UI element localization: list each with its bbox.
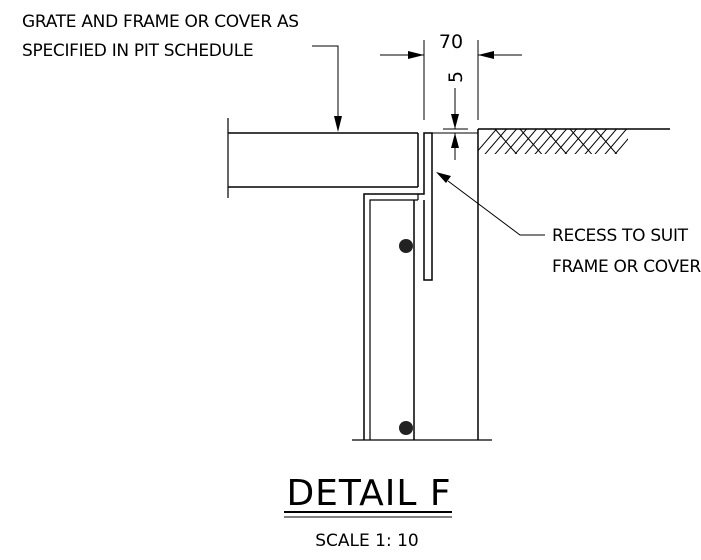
recess-note-line1: RECESS TO SUIT (552, 226, 689, 246)
dimension-width (380, 40, 522, 120)
grate-slab (227, 118, 419, 198)
grate-note-line2: SPECIFIED IN PIT SCHEDULE (22, 41, 253, 61)
ground-surface (478, 128, 670, 154)
leader-recess (436, 172, 545, 236)
dimension-depth (443, 88, 468, 160)
detail-title: DETAIL F (286, 473, 451, 514)
rebar-bottom (399, 421, 413, 435)
rebar-top (399, 239, 413, 253)
dimension-width-label: 70 (439, 31, 463, 53)
dimension-depth-label: 5 (445, 71, 467, 83)
detail-scale: SCALE 1: 10 (315, 531, 419, 551)
recess-note-line2: FRAME OR COVER (552, 257, 701, 277)
leader-grate (312, 45, 342, 132)
grate-note-line1: GRATE AND FRAME OR COVER AS (22, 12, 299, 32)
pit-wall (352, 129, 492, 441)
